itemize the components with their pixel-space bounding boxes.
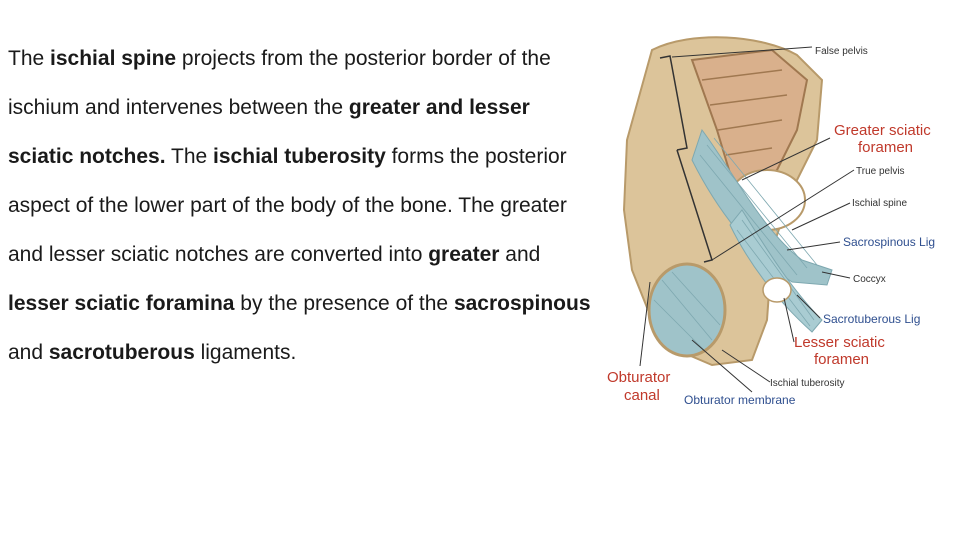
bold-term: sacrotuberous xyxy=(48,341,195,364)
lesser-sciatic-foramen xyxy=(762,277,792,303)
text-run: The xyxy=(165,145,214,168)
label-obturator-canal-1: Obturator xyxy=(607,369,670,386)
label-coccyx: Coccyx xyxy=(853,274,886,285)
label-lesser-sciatic-foramen-2: foramen xyxy=(814,351,869,368)
label-obturator-membrane: Obturator membrane xyxy=(684,393,796,407)
paragraph: The ischial spine projects from the post… xyxy=(8,34,598,377)
label-greater-sciatic-foramen-1: Greater sciatic xyxy=(834,122,931,139)
pelvis-figure: False pelvis Greater sciatic foramen Tru… xyxy=(592,20,954,420)
label-true-pelvis: True pelvis xyxy=(856,166,905,177)
label-lesser-sciatic-foramen-1: Lesser sciatic xyxy=(794,334,885,351)
bold-term: greater xyxy=(428,243,500,266)
sacrotuberous-ligament xyxy=(729,209,823,333)
label-sacrotuberous-lig: Sacrotuberous Lig xyxy=(823,312,920,326)
bold-term: lesser sciatic foramina xyxy=(8,292,235,315)
text-run: forms the posterior aspect of the lower … xyxy=(8,145,567,266)
label-ischial-spine: Ischial spine xyxy=(852,198,907,209)
bold-term: greater and lesser sciatic notches. xyxy=(8,96,530,168)
obturator-fibres xyxy=(653,271,721,351)
text-run: and xyxy=(499,243,541,266)
label-obturator-canal-2: canal xyxy=(624,387,660,404)
text-run: and xyxy=(8,341,49,364)
text-run: by the presence of the xyxy=(234,292,454,315)
label-greater-sciatic-foramen-2: foramen xyxy=(858,139,913,156)
bold-term: ischial spine xyxy=(50,47,177,70)
leader-lines xyxy=(639,46,855,393)
bold-term: sacrospinous xyxy=(453,292,591,315)
label-sacrospinous-lig: Sacrospinous Lig xyxy=(843,235,935,249)
text-run: The xyxy=(8,47,51,70)
label-false-pelvis: False pelvis xyxy=(815,46,868,57)
body-text: The ischial spine projects from the post… xyxy=(8,34,598,377)
text-run: projects from the posterior border of th… xyxy=(8,47,551,119)
pelvis-illustration: False pelvis Greater sciatic foramen Tru… xyxy=(607,36,935,407)
bold-term: ischial tuberosity xyxy=(213,145,386,168)
ligament-fibres xyxy=(699,137,818,327)
text-run: ligaments. xyxy=(194,341,297,364)
sacral-segments xyxy=(701,69,788,156)
label-ischial-tuberosity: Ischial tuberosity xyxy=(770,378,844,389)
sacrospinous-ligament xyxy=(691,128,833,286)
